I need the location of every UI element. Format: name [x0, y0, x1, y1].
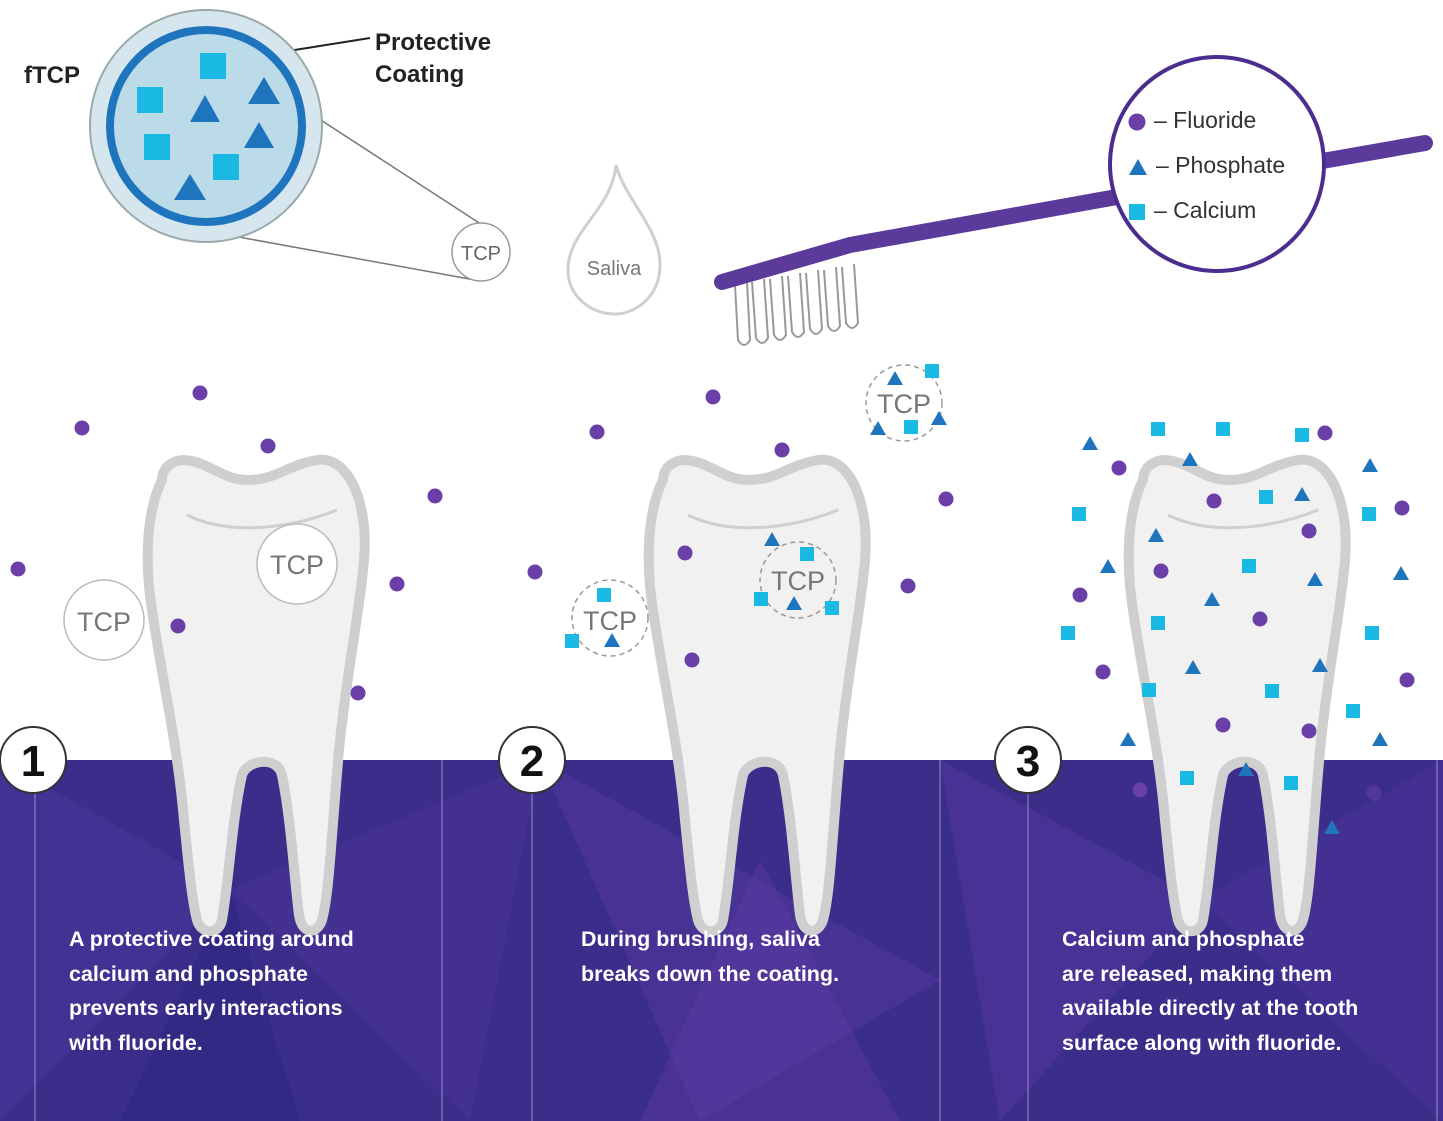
tcp-small-label: TCP — [461, 243, 501, 265]
legend-item-phosphate: – Phosphate — [1128, 150, 1285, 180]
tcp-label: TCP — [771, 566, 825, 596]
ftcp-calcium — [137, 87, 163, 113]
ftcp-label: fTCP — [24, 62, 80, 90]
saliva-drop: Saliva — [568, 165, 660, 314]
phosphate-icon — [1128, 158, 1148, 176]
description-line: available directly at the tooth — [1062, 991, 1358, 1026]
step-badge-3: 3 — [995, 727, 1061, 793]
legend-item-calcium: – Calcium — [1128, 195, 1256, 225]
tcp-label: TCP — [77, 607, 131, 637]
step-number: 1 — [21, 737, 45, 786]
step-2-description: During brushing, saliva breaks down the … — [581, 922, 839, 991]
saliva-label: Saliva — [587, 258, 642, 280]
calcium-icon — [1128, 203, 1146, 221]
legend-label: – Phosphate — [1156, 152, 1285, 178]
step-badge-1: 1 — [0, 727, 66, 793]
step-badge-2: 2 — [499, 727, 565, 793]
coating-label-line1: Protective — [375, 27, 491, 59]
ftcp-calcium — [213, 154, 239, 180]
legend-label: – Fluoride — [1154, 107, 1256, 133]
description-line: breaks down the coating. — [581, 957, 839, 992]
description-line: During brushing, saliva — [581, 922, 839, 957]
step-3-description: Calcium and phosphate are released, maki… — [1062, 922, 1358, 1060]
tcp-label: TCP — [877, 389, 931, 419]
ftcp-calcium — [144, 134, 170, 160]
coating-label-line2: Coating — [375, 59, 491, 91]
description-line: surface along with fluoride. — [1062, 1026, 1358, 1061]
description-line: Calcium and phosphate — [1062, 922, 1358, 957]
description-line: with fluoride. — [69, 1026, 354, 1061]
protective-coating-label: Protective Coating — [375, 27, 491, 91]
fluoride-icon — [1128, 113, 1146, 131]
tcp-label: TCP — [583, 606, 637, 636]
description-line: A protective coating around — [69, 922, 354, 957]
description-line: prevents early interactions — [69, 991, 354, 1026]
description-line: calcium and phosphate — [69, 957, 354, 992]
step-1-description: A protective coating around calcium and … — [69, 922, 354, 1060]
tcp-label: TCP — [270, 550, 324, 580]
step-number: 3 — [1016, 737, 1040, 786]
description-line: are released, making them — [1062, 957, 1358, 992]
toothbrush — [722, 57, 1425, 345]
step-number: 2 — [520, 737, 544, 786]
ftcp-calcium — [200, 53, 226, 79]
legend-item-fluoride: – Fluoride — [1128, 105, 1256, 135]
legend-label: – Calcium — [1154, 197, 1256, 223]
